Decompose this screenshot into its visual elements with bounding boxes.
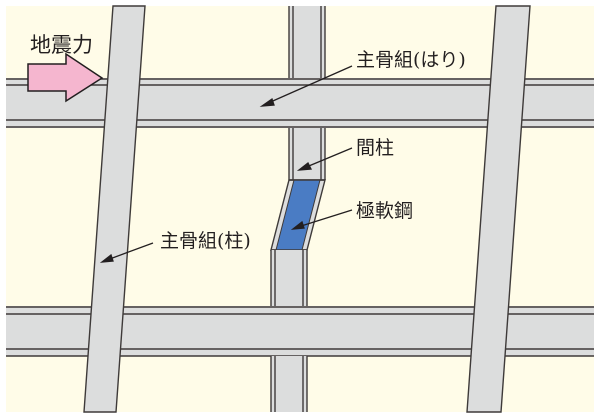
leader-arrows — [99, 65, 353, 263]
main-column-left — [83, 5, 146, 413]
label-seismic-force: 地震力 — [30, 33, 93, 57]
label-main-frame-column: 主骨組(柱) — [160, 230, 251, 252]
seismic-force-arrow-icon — [27, 52, 104, 103]
main-column-right — [466, 5, 531, 413]
label-main-frame-beam: 主骨組(はり) — [356, 49, 466, 71]
stud-column-upper — [288, 6, 326, 180]
stud-column-lower — [270, 250, 308, 412]
label-stud-column: 間柱 — [356, 137, 394, 159]
label-ultra-soft-steel: 極軟鋼 — [356, 200, 413, 222]
ultra-soft-steel-damper — [270, 179, 326, 251]
